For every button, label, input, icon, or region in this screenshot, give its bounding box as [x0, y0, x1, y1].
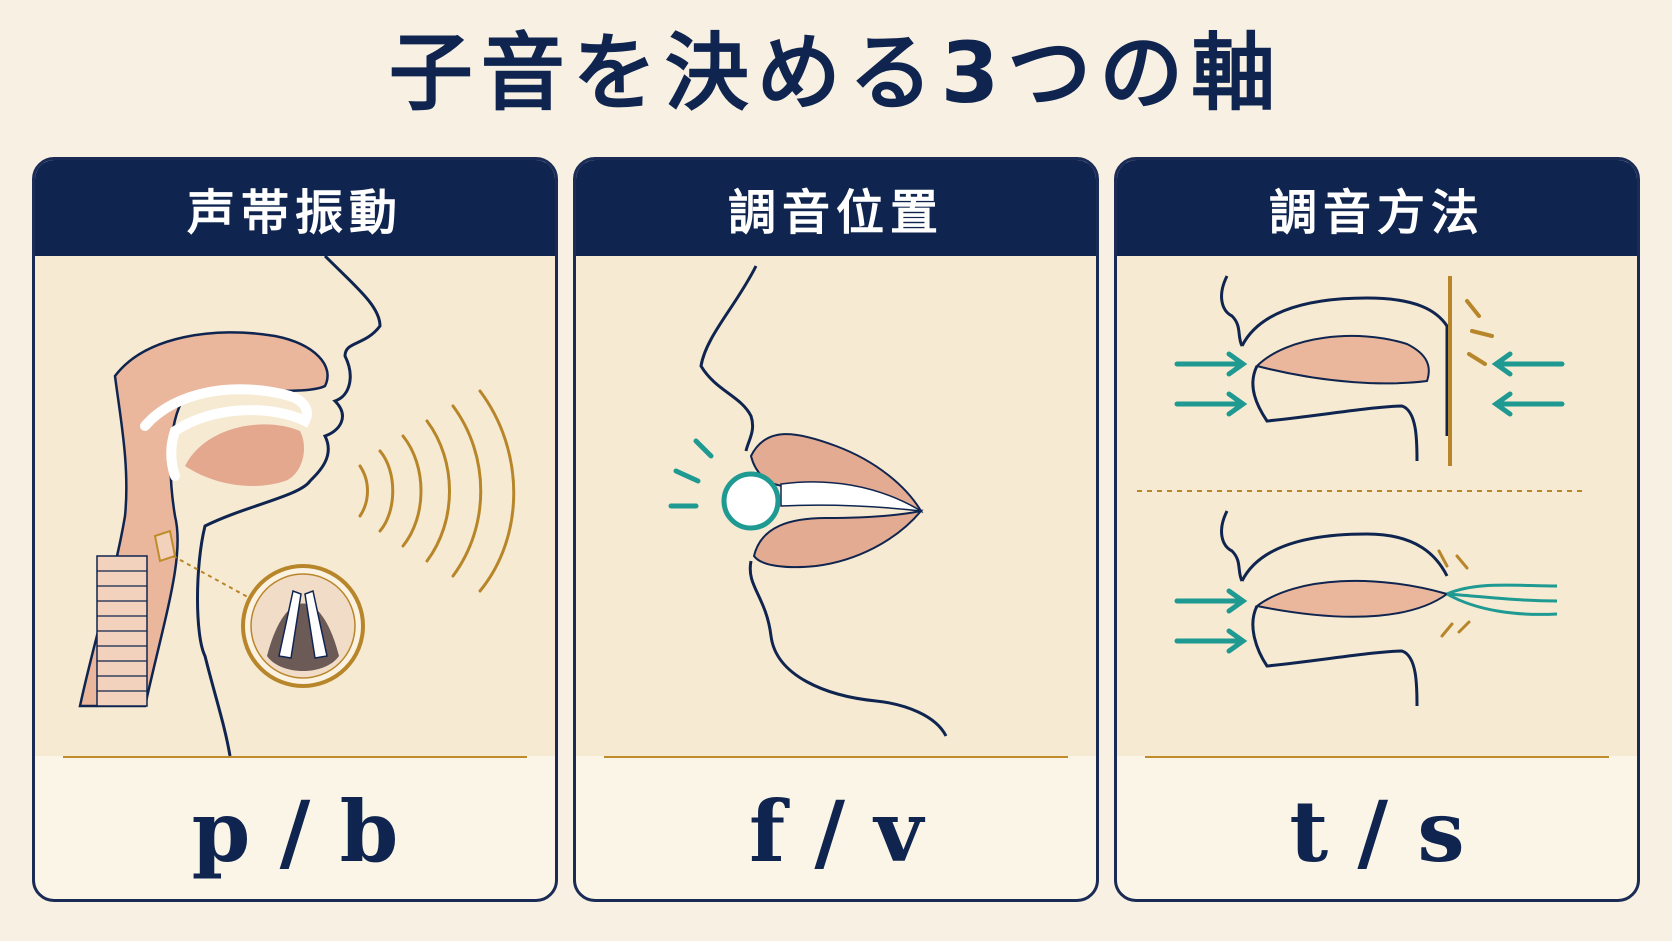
card-header-manner: 調音方法 — [1117, 160, 1637, 256]
card-divider — [63, 756, 527, 758]
card-label-manner: t / s — [1289, 782, 1465, 881]
card-voicing: 声帯振動 — [32, 157, 558, 902]
vocal-tract-illustration — [35, 256, 555, 756]
card-place: 調音位置 f / v — [573, 157, 1099, 902]
manner-illustration — [1117, 256, 1637, 756]
card-label-voicing: p / b — [191, 782, 399, 881]
lips-illustration — [576, 256, 1096, 756]
card-divider — [604, 756, 1068, 758]
card-label-place: f / v — [748, 782, 924, 881]
card-divider — [1145, 756, 1609, 758]
card-header-voicing: 声帯振動 — [35, 160, 555, 256]
page-title: 子音を決める3つの軸 — [388, 24, 1284, 122]
card-header-place: 調音位置 — [576, 160, 1096, 256]
card-manner: 調音方法 — [1114, 157, 1640, 902]
